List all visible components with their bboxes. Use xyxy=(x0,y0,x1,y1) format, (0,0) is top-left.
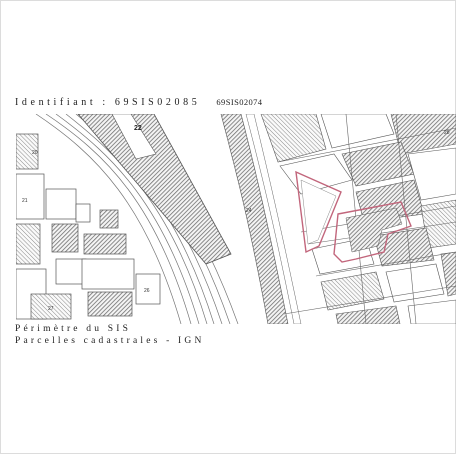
sis-block-hatched xyxy=(345,207,403,253)
sis-perimeter xyxy=(295,170,412,263)
map-identifier-line: Identifiant : 69SIS02085 69SIS02074 xyxy=(15,97,262,108)
identifier-primary: 69SIS02085 xyxy=(114,97,201,108)
parcel-label-26: 26 xyxy=(144,288,150,294)
right-urban-blocks xyxy=(260,114,456,324)
sis-inner-parcels xyxy=(300,179,337,245)
parcel-label-21: 21 xyxy=(22,198,28,204)
parcel-label-22: 22 xyxy=(134,125,142,132)
legend-perimeter: Périmètre du SIS xyxy=(15,324,132,334)
cadastral-map: 22 20 21 24 26 27 28 xyxy=(16,114,456,324)
identifier-secondary: 69SIS02074 xyxy=(216,97,263,107)
building-notch xyxy=(111,114,157,160)
riverbank xyxy=(245,114,302,324)
hatched-river-strip xyxy=(220,114,289,324)
left-building-blocks xyxy=(16,133,161,320)
hatched-building-large xyxy=(77,114,232,265)
parcel-label-20: 20 xyxy=(32,150,38,156)
cadastral-map-panel: Identifiant : 69SIS02085 69SIS02074 xyxy=(13,97,456,371)
parcel-label-27: 27 xyxy=(48,306,54,312)
parcel-label-28: 28 xyxy=(444,130,450,136)
identifier-label: Identifiant : xyxy=(15,97,109,108)
legend-parcels: Parcelles cadastrales - IGN xyxy=(15,336,205,346)
parcel-label-24: 24 xyxy=(246,208,252,214)
